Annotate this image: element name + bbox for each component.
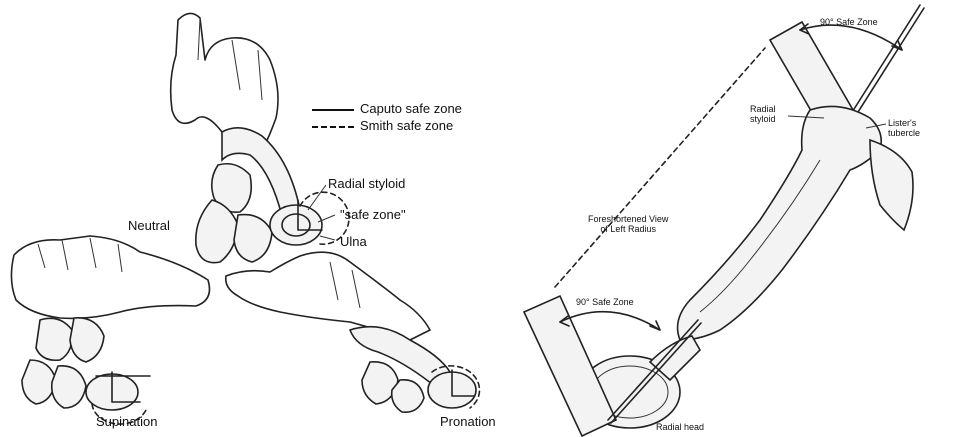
label-supination: Supination [96, 414, 157, 429]
radius-bone [580, 106, 913, 428]
supination-hand [11, 236, 209, 424]
legend-solid-label: Caputo safe zone [360, 101, 462, 116]
label-radial-styloid: Radial styloid [328, 176, 405, 191]
label-radial-styloid-right: Radial styloid [750, 104, 776, 124]
radius-illustration: 90° Safe Zone Radial styloid Lister's tu… [520, 0, 961, 437]
wrist-positions-drawing [0, 0, 520, 437]
label-pronation: Pronation [440, 414, 496, 429]
label-radial-head: Radial head [656, 422, 704, 432]
label-safe-zone: "safe zone" [340, 207, 406, 222]
label-neutral: Neutral [128, 218, 170, 233]
radius-drawing [520, 0, 961, 437]
wrist-positions-illustration: Caputo safe zone Smith safe zone Neutral… [0, 0, 520, 437]
legend-solid-line [312, 109, 354, 111]
pronation-hand [226, 252, 480, 412]
label-listers-tubercle: Lister's tubercle [888, 118, 920, 138]
label-foreshortened-view: Foreshortened View of Left Radius [588, 214, 668, 234]
legend-dashed-line [312, 126, 354, 128]
label-bottom-safe-zone: 90° Safe Zone [576, 297, 634, 307]
legend-dashed-label: Smith safe zone [360, 118, 453, 133]
label-top-safe-zone: 90° Safe Zone [820, 17, 878, 27]
foreshortened-axis-line [555, 48, 765, 287]
label-ulna: Ulna [340, 234, 367, 249]
